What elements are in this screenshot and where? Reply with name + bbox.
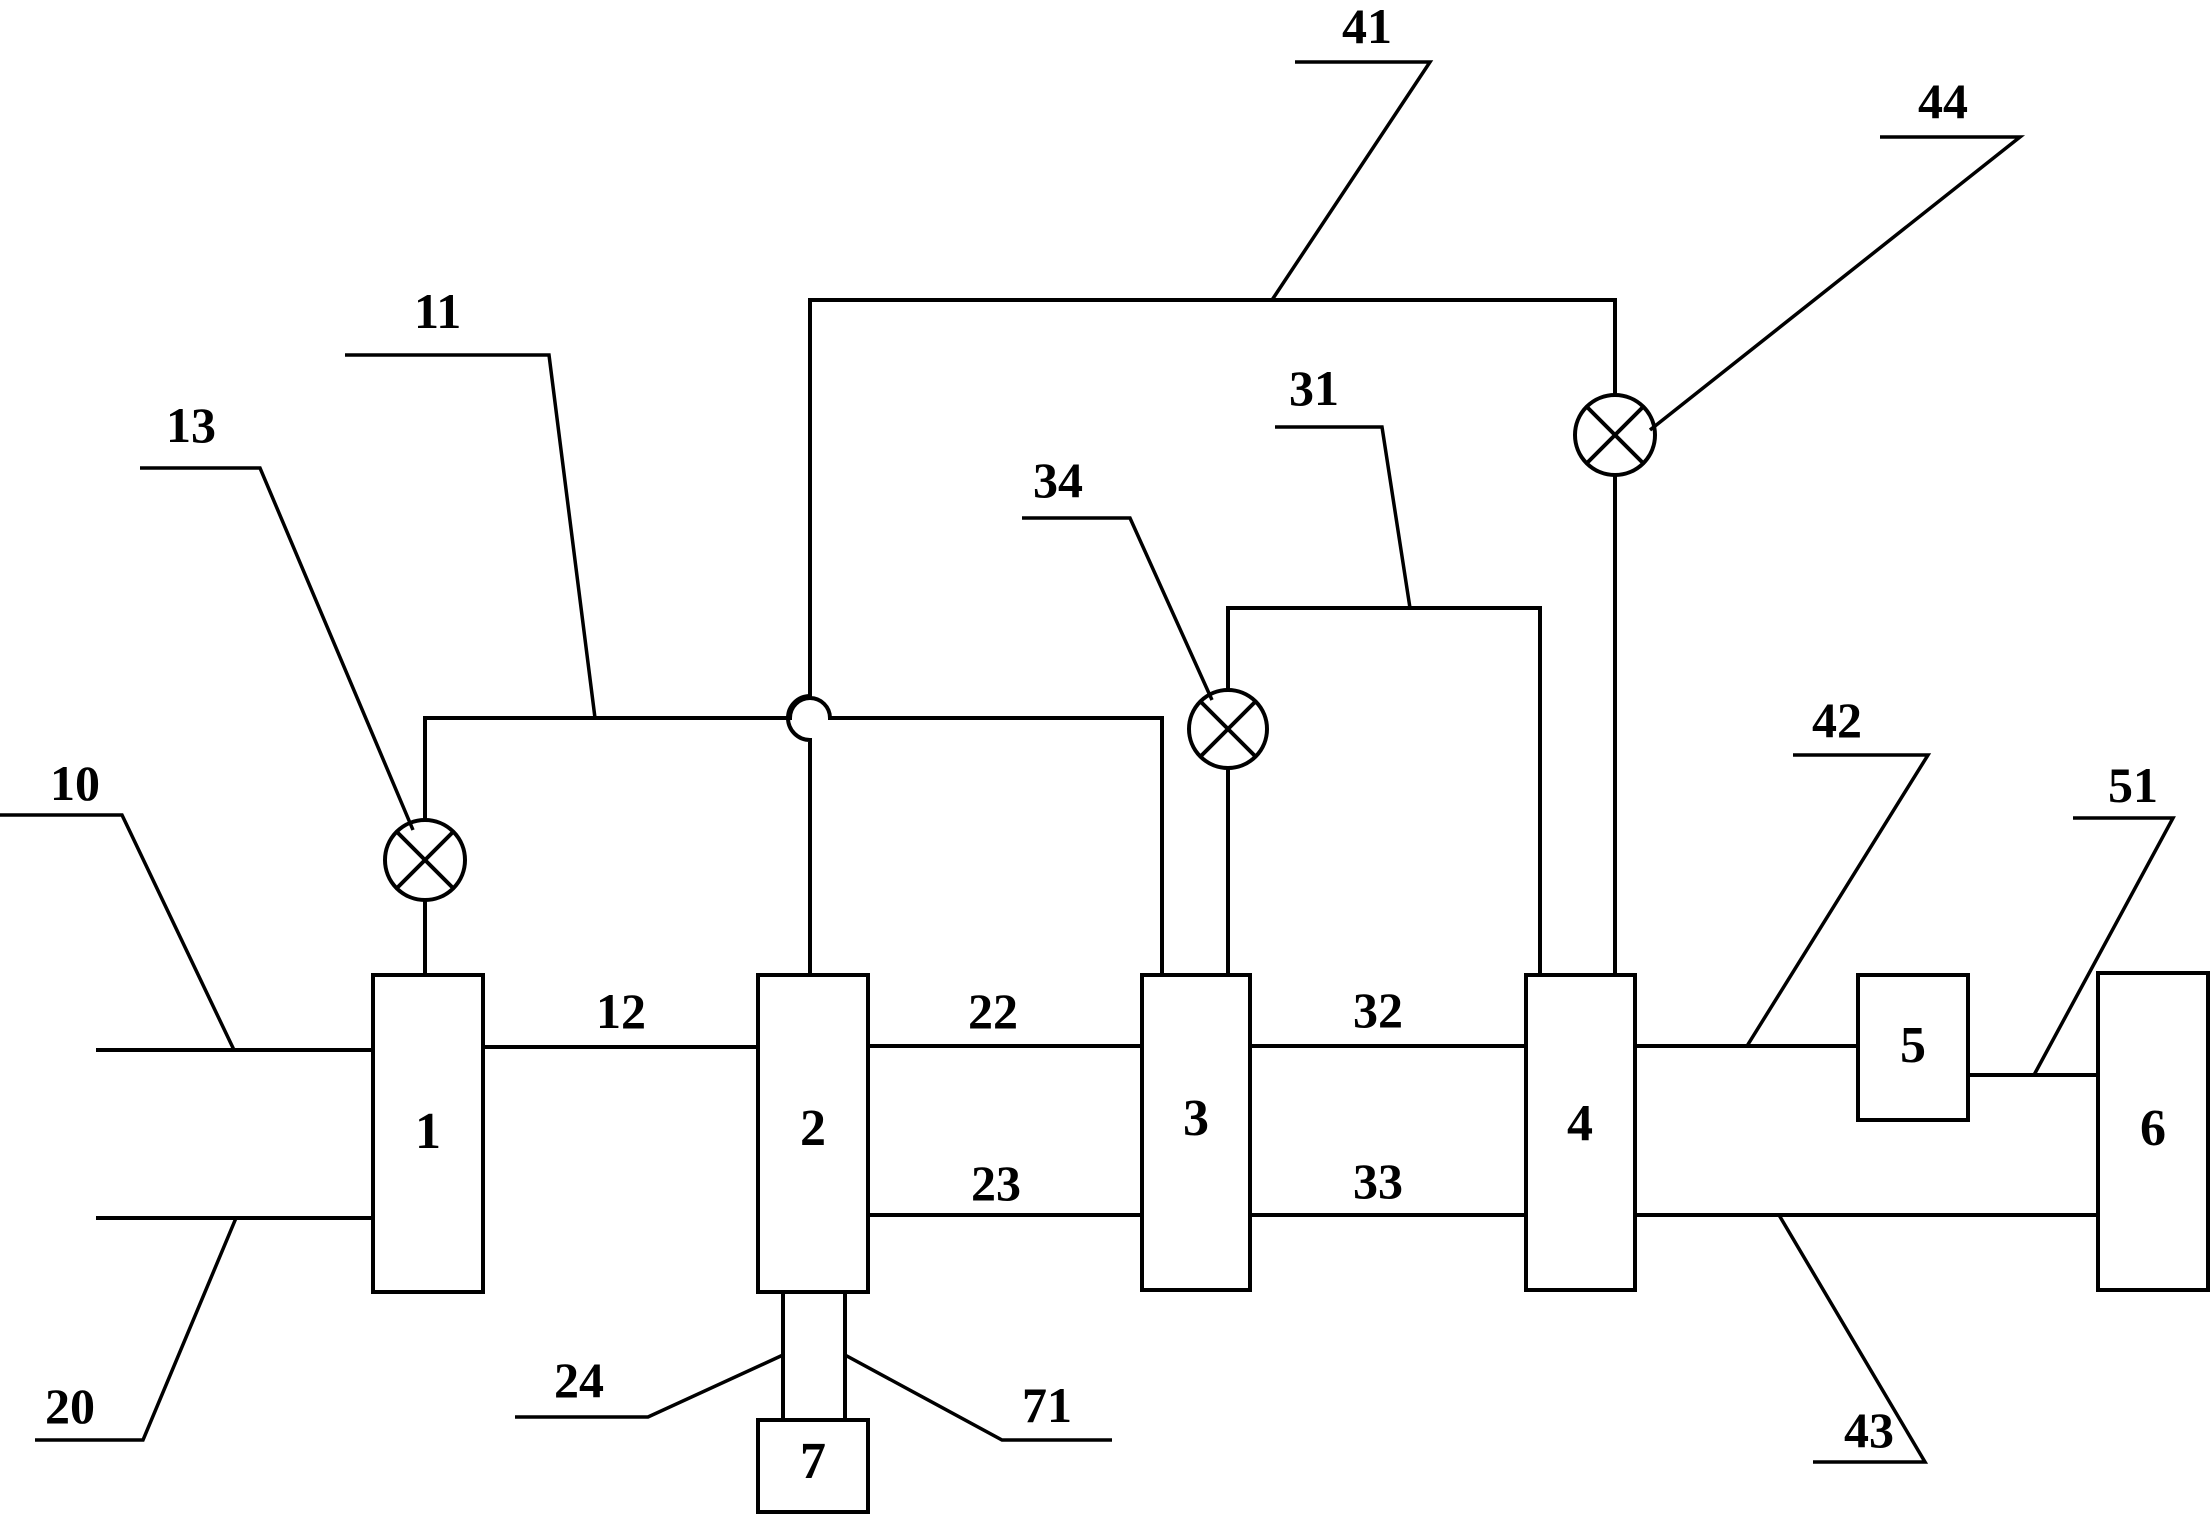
- leader-lines: [0, 60, 2176, 1464]
- line-31: [1226, 606, 1542, 977]
- leader-13: [140, 466, 415, 831]
- label-41: 41: [1342, 0, 1392, 54]
- component-5-label: 5: [1900, 1017, 1926, 1074]
- label-13: 13: [166, 397, 216, 453]
- label-12: 12: [596, 983, 646, 1039]
- label-11: 11: [414, 283, 461, 339]
- label-32: 32: [1353, 982, 1403, 1038]
- leader-34: [1022, 516, 1214, 701]
- component-2: 2: [756, 973, 870, 1294]
- leader-71: [844, 1353, 1112, 1442]
- label-20: 20: [45, 1378, 95, 1434]
- leader-10: [0, 813, 236, 1051]
- reference-numerals: 10 20 13 11 12 22 23 24 31 32 33 34 41 4…: [45, 0, 2158, 1458]
- label-34: 34: [1033, 452, 1083, 508]
- valve-13-icon: [383, 818, 467, 902]
- leader-24: [515, 1353, 784, 1419]
- line-11: [423, 696, 1164, 977]
- label-23: 23: [971, 1155, 1021, 1211]
- leader-20: [35, 1217, 238, 1442]
- component-6-label: 6: [2140, 1100, 2166, 1157]
- component-3: 3: [1140, 973, 1252, 1292]
- component-2-label: 2: [800, 1100, 826, 1157]
- label-33: 33: [1353, 1153, 1403, 1209]
- component-6: 6: [2096, 971, 2210, 1292]
- label-24: 24: [554, 1352, 604, 1408]
- label-42: 42: [1812, 692, 1862, 748]
- component-3-label: 3: [1183, 1090, 1209, 1147]
- valve-34-icon: [1187, 688, 1269, 770]
- component-7: 7: [756, 1418, 870, 1514]
- label-22: 22: [968, 983, 1018, 1039]
- leader-31: [1275, 425, 1412, 609]
- label-51: 51: [2108, 757, 2158, 813]
- line-41: [786, 298, 1617, 977]
- valves: [383, 393, 1657, 902]
- component-7-label: 7: [800, 1433, 826, 1490]
- label-43: 43: [1844, 1402, 1894, 1458]
- label-44: 44: [1918, 73, 1968, 129]
- leader-44: [1648, 135, 2026, 432]
- component-1-label: 1: [415, 1103, 441, 1160]
- leader-11: [345, 353, 597, 719]
- label-71: 71: [1022, 1377, 1072, 1433]
- component-4: 4: [1524, 973, 1637, 1292]
- label-10: 10: [50, 755, 100, 811]
- leader-42: [1745, 753, 1932, 1047]
- component-5: 5: [1856, 973, 1970, 1122]
- label-31: 31: [1289, 360, 1339, 416]
- leader-51: [2032, 816, 2176, 1076]
- component-boxes: 1 2 3 4 5 6 7: [371, 971, 2210, 1514]
- leader-41: [1270, 60, 1434, 301]
- leader-43: [1777, 1214, 1929, 1464]
- component-1: 1: [371, 973, 485, 1294]
- component-4-label: 4: [1567, 1095, 1593, 1152]
- valve-44-icon: [1573, 393, 1657, 477]
